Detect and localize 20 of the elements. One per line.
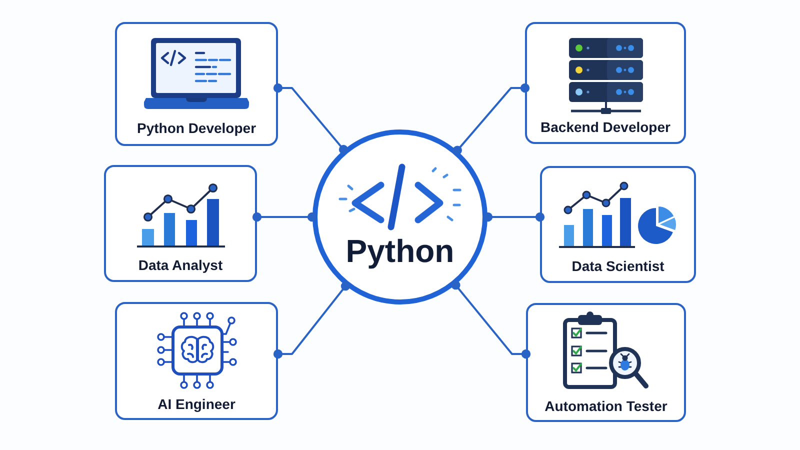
connector-line — [273, 282, 350, 359]
role-title: Backend Developer — [540, 119, 670, 136]
connector-line — [273, 83, 348, 154]
role-title: Data Scientist — [572, 258, 664, 275]
hub-circle — [312, 129, 488, 305]
role-title: Automation Tester — [544, 398, 668, 415]
role-card — [115, 302, 278, 420]
connector-line — [452, 83, 530, 155]
role-title: Data Analyst — [138, 257, 223, 274]
connector-line — [451, 280, 531, 359]
role-card — [526, 303, 686, 422]
connector-line — [483, 212, 545, 222]
role-title: Python Developer — [136, 120, 256, 137]
role-card — [104, 165, 257, 282]
role-title: AI Engineer — [158, 396, 236, 413]
hub-title: Python — [346, 233, 454, 269]
role-card — [525, 22, 686, 144]
role-card — [115, 22, 278, 146]
connector-line — [252, 212, 317, 222]
role-card — [540, 166, 696, 283]
